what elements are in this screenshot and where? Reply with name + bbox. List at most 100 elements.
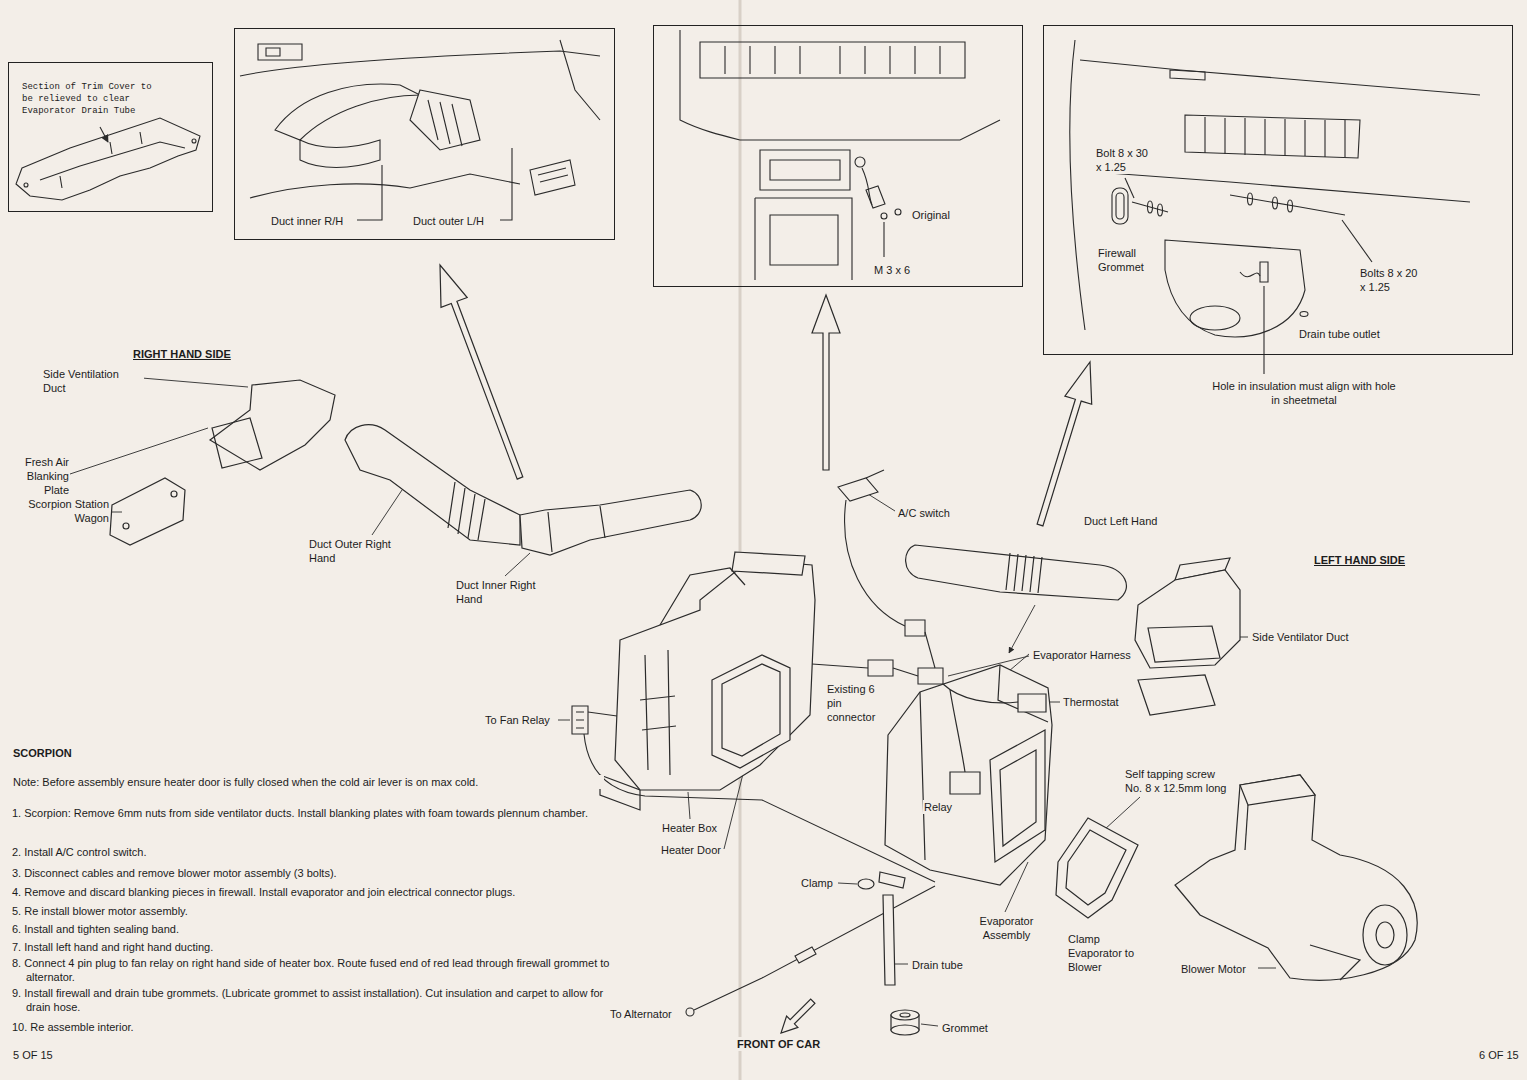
trim-cover-sketch xyxy=(16,118,200,200)
wiring xyxy=(925,632,935,668)
right-hand-ducts xyxy=(520,490,701,555)
part-label: Clamp Evaporator to Blower xyxy=(1067,932,1149,974)
wiring xyxy=(576,712,584,728)
right-hand-ducts xyxy=(171,491,177,497)
firewall-sketch xyxy=(1205,117,1345,157)
wiring xyxy=(812,664,868,668)
blower-motor xyxy=(1376,922,1394,948)
heater-box xyxy=(712,655,790,768)
dash-ducts-sketch xyxy=(410,90,480,150)
leader-line xyxy=(838,883,857,884)
wiring xyxy=(893,668,918,676)
part-label: A/C switch xyxy=(897,506,951,520)
view-arrow xyxy=(440,265,523,479)
leader-line xyxy=(372,490,402,535)
leader-line xyxy=(111,512,122,513)
firewall-sketch xyxy=(1240,272,1260,277)
instruction-step: 4. Remove and discard blanking pieces in… xyxy=(12,885,617,899)
evaporator-assembly xyxy=(950,772,980,794)
heater-box xyxy=(640,696,676,730)
inset-label: Bolt 8 x 30 x 1.25 xyxy=(1095,146,1155,174)
part-label: Evaporator Harness xyxy=(1032,648,1132,662)
firewall-sketch xyxy=(1185,115,1360,158)
section-heading: LEFT HAND SIDE xyxy=(1313,553,1406,567)
instruction-step: 5. Re install blower motor assembly. xyxy=(12,904,617,918)
evaporator-assembly xyxy=(1018,694,1046,712)
left-hand-ducts xyxy=(906,545,1127,600)
firewall-sketch xyxy=(1080,60,1480,95)
heater-box xyxy=(615,560,815,790)
page-fold xyxy=(739,0,742,1080)
heater-box xyxy=(600,552,815,810)
instruction-step: 8. Connect 4 pin plug to fan relay on ri… xyxy=(12,956,617,984)
part-label: To Alternator xyxy=(609,1007,673,1021)
section-heading: SCORPION xyxy=(12,746,73,760)
part-label: Duct Left Hand xyxy=(1083,514,1158,528)
wiring xyxy=(694,886,935,1010)
inset-panel: Bolt 8 x 30 x 1.25Firewall GrommetBolts … xyxy=(1043,25,1513,355)
part-label: To Fan Relay xyxy=(484,713,551,727)
leader-line xyxy=(505,553,530,576)
wiring xyxy=(838,478,878,501)
right-hand-ducts xyxy=(548,506,605,552)
part-label: Duct Outer Right Hand xyxy=(308,537,410,565)
console-switch-sketch xyxy=(895,209,901,215)
console-switch-sketch xyxy=(881,213,887,219)
note-text: Hole in insulation must align with hole … xyxy=(1208,379,1400,407)
wiring xyxy=(584,734,935,882)
console-switch-sketch xyxy=(700,42,965,78)
part-label: Drain tube xyxy=(911,958,964,972)
leader-line xyxy=(868,494,895,511)
firewall-sketch xyxy=(1263,286,1264,374)
dash-ducts-sketch xyxy=(300,140,380,168)
instruction-step: 2. Install A/C control switch. xyxy=(12,845,617,859)
right-hand-ducts xyxy=(110,478,185,545)
wiring xyxy=(572,706,588,734)
left-hand-ducts xyxy=(1006,553,1042,593)
part-label: Fresh Air Blanking Plate xyxy=(8,455,70,497)
drain-tube xyxy=(891,1010,919,1020)
firewall-sketch xyxy=(1125,178,1134,198)
page-fold xyxy=(740,0,741,1080)
inset-label: Bolts 8 x 20 x 1.25 xyxy=(1359,266,1423,294)
console-switch-sketch xyxy=(855,157,865,167)
inset-panel: Section of Trim Cover to be relieved to … xyxy=(8,62,213,212)
firewall-sketch xyxy=(1260,262,1268,282)
view-arrow xyxy=(1037,362,1092,526)
blower-motor xyxy=(1310,945,1360,980)
blower-clamp xyxy=(1066,830,1126,905)
firewall-sketch xyxy=(1070,40,1085,330)
direction-label: FRONT OF CAR xyxy=(736,1037,821,1051)
blower-motor xyxy=(1175,775,1417,980)
instruction-step: 7. Install left hand and right hand duct… xyxy=(12,940,617,954)
firewall-sketch xyxy=(1300,312,1308,317)
evaporator-assembly xyxy=(1000,750,1036,846)
part-label: Evaporator Assembly xyxy=(968,914,1045,942)
wiring xyxy=(868,660,893,676)
inset-panel: OriginalM 3 x 6 xyxy=(653,25,1023,287)
inset-label: Original xyxy=(911,208,951,222)
firewall-sketch xyxy=(1273,197,1278,209)
leader-line xyxy=(558,720,570,721)
heater-box xyxy=(732,552,805,575)
trim-cover-sketch xyxy=(192,139,196,143)
left-hand-ducts xyxy=(1148,626,1220,662)
console-switch-sketch xyxy=(866,186,885,208)
part-label: Duct Inner Right Hand xyxy=(455,578,552,606)
page-number: 6 OF 15 xyxy=(1478,1048,1520,1062)
wiring xyxy=(686,1008,694,1016)
firewall-sketch xyxy=(1112,188,1128,224)
firewall-sketch xyxy=(1170,70,1205,80)
part-label: Grommet xyxy=(941,1021,989,1035)
part-label: Scorpion Station Wagon xyxy=(22,497,110,525)
evaporator-assembly xyxy=(885,665,1052,885)
firewall-sketch xyxy=(1288,200,1293,212)
heater-box xyxy=(722,664,780,756)
part-label: Thermostat xyxy=(1062,695,1120,709)
drain-tube xyxy=(891,1025,919,1035)
part-label: Side Ventilator Duct xyxy=(1251,630,1350,644)
